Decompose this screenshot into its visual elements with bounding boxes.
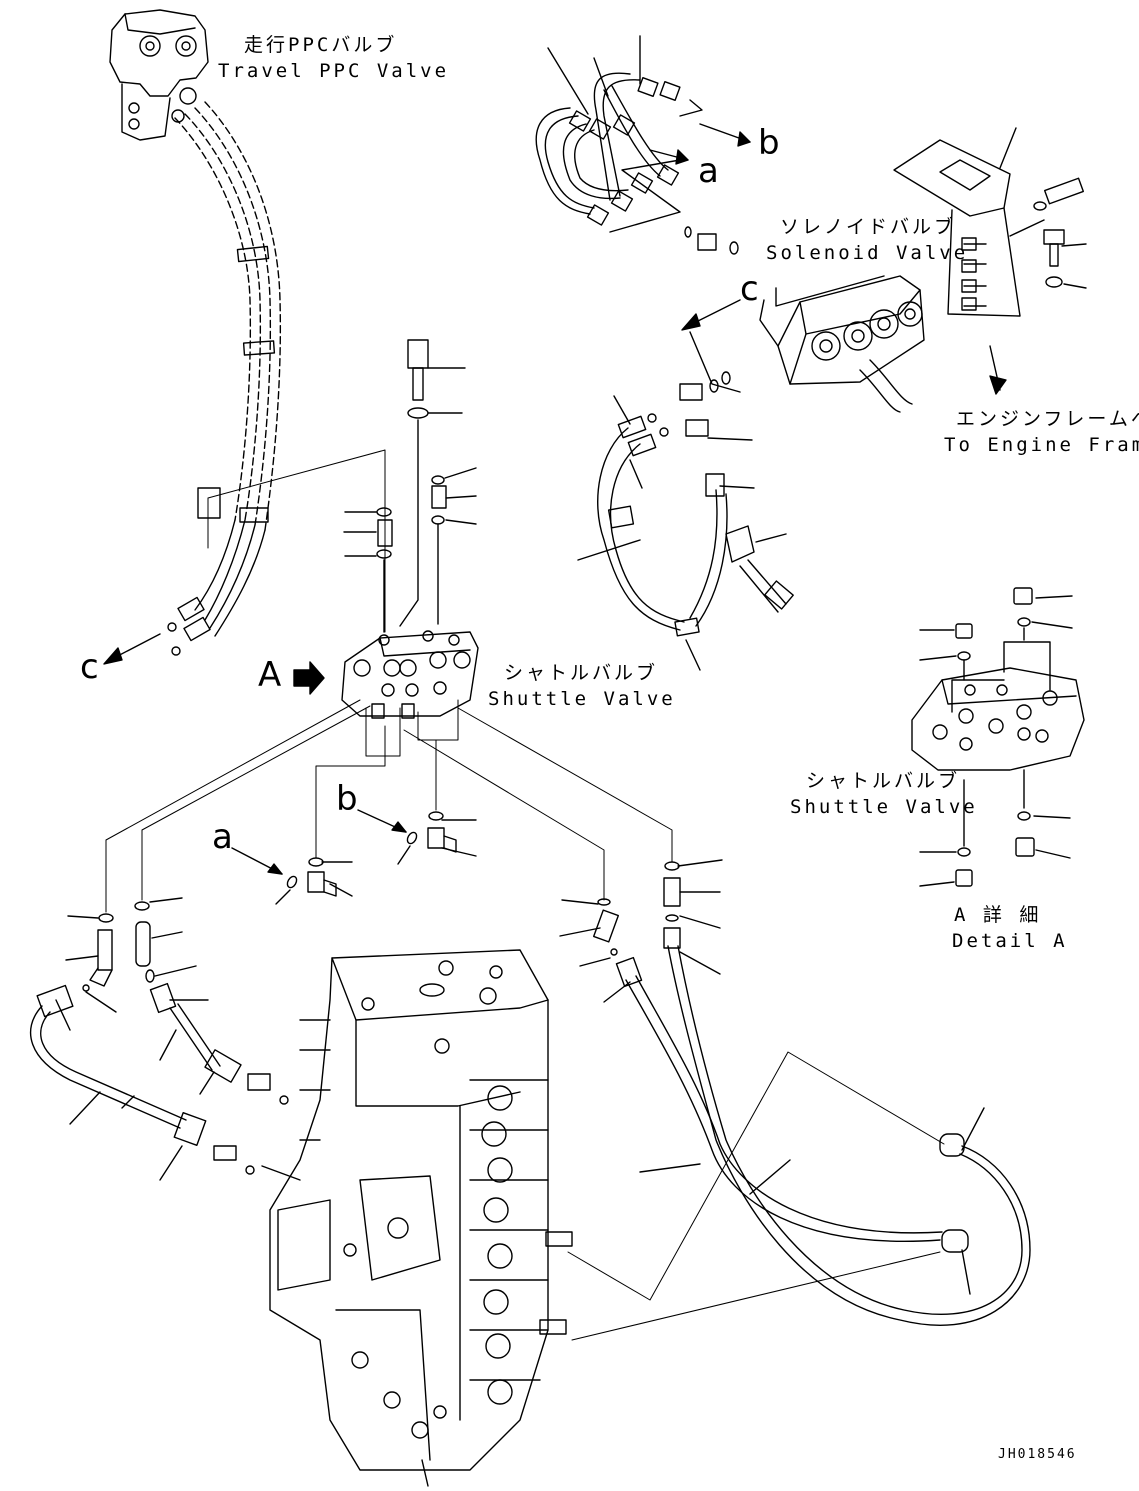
right-fittings — [559, 859, 723, 1003]
solenoid-hose-bundle — [535, 35, 751, 255]
travel-ppc-valve — [109, 9, 209, 141]
fittings-ab — [231, 809, 477, 905]
shuttle-valve-center — [341, 630, 479, 719]
detail-fittings — [919, 587, 1073, 887]
hose-leaders — [567, 1051, 945, 1341]
callout-a-lower: a — [212, 817, 233, 857]
shuttle-fittings-top — [343, 467, 477, 633]
shuttle-valve-label-ja: シャトルバルブ — [504, 662, 659, 684]
arrow-c-right — [681, 299, 741, 393]
engine-frame-label-en: To Engine Frame — [944, 434, 1139, 456]
shuttle-valve-detail-label-ja: シャトルバルブ — [806, 770, 961, 792]
ppc-hose-lines — [167, 245, 276, 656]
ppc-leader — [207, 449, 386, 633]
right-hoses — [625, 945, 1031, 1326]
solenoid-valve-label-ja: ソレノイドバルブ — [780, 216, 957, 238]
solenoid-valve-label-en: Solenoid Valve — [766, 242, 969, 264]
shuttle-bolt — [399, 339, 466, 627]
detail-a-label-ja: A 詳 細 — [954, 904, 1042, 926]
callout-a-top: a — [698, 151, 719, 191]
left-hose — [29, 984, 255, 1181]
detail-a-label-en: Detail A — [952, 930, 1068, 952]
arrow-a-pointer — [293, 661, 325, 695]
engine-frame-label-ja: エンジンフレームへ — [956, 408, 1139, 430]
solenoid-valve — [709, 275, 925, 413]
main-control-valve — [261, 949, 573, 1487]
callout-c-left: c — [80, 647, 99, 687]
callout-b-top: b — [758, 123, 780, 163]
left-fittings — [65, 897, 289, 1105]
callout-A: A — [258, 655, 282, 695]
travel-ppc-valve-label-en: Travel PPC Valve — [218, 60, 450, 82]
travel-ppc-valve-label-ja: 走行PPCバルブ — [244, 34, 398, 56]
engine-frame-bracket — [893, 127, 1021, 395]
shuttle-valve-detail — [911, 641, 1085, 771]
callout-c-right: c — [740, 269, 759, 309]
shuttle-leaders-below — [105, 699, 673, 913]
shuttle-valve-detail-label-en: Shuttle Valve — [790, 796, 978, 818]
solenoid-lower-hoses — [577, 383, 794, 671]
bracket-bolts — [1009, 177, 1087, 289]
ppc-hose-bundle — [174, 101, 282, 531]
drawing-code: JH018546 — [998, 1447, 1077, 1462]
callout-b-lower: b — [336, 779, 358, 819]
shuttle-valve-label-en: Shuttle Valve — [488, 688, 676, 710]
arrow-c-left — [103, 633, 161, 665]
